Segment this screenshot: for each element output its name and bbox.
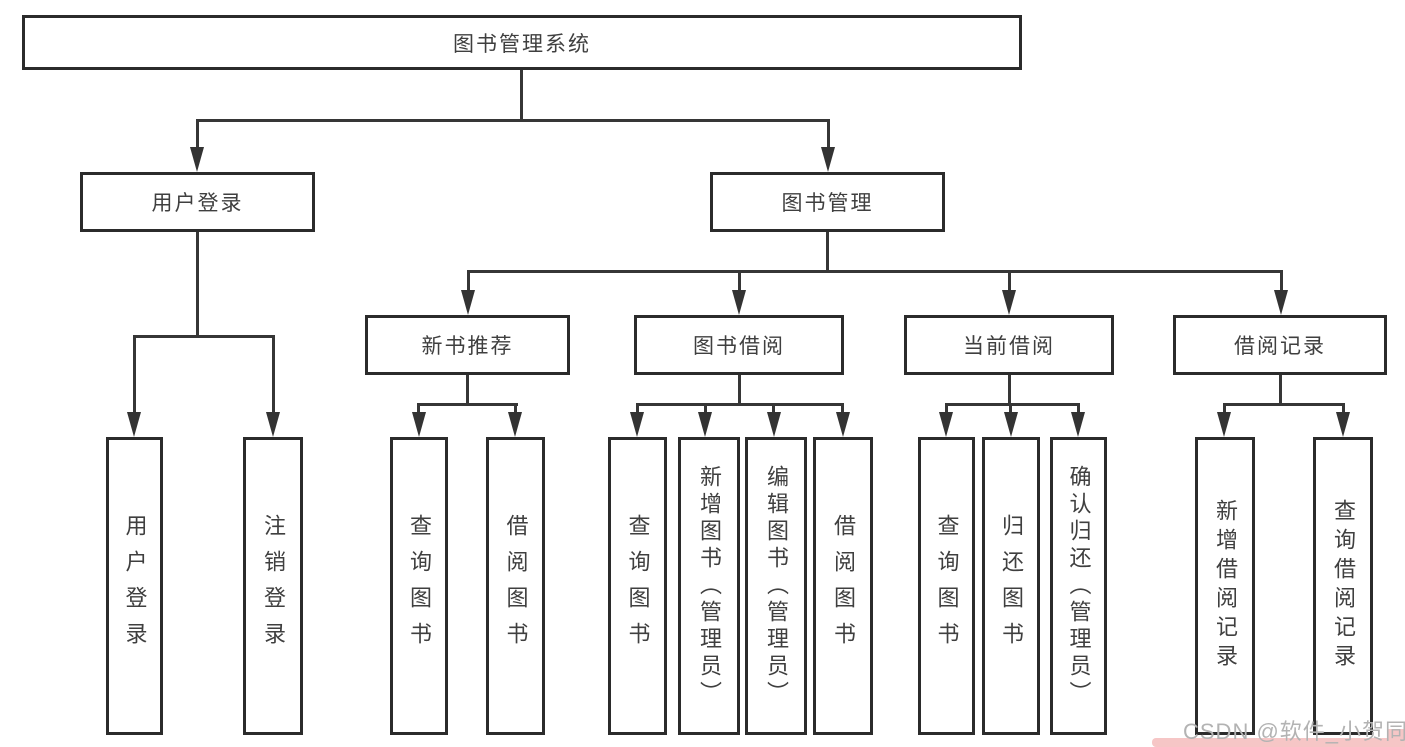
connector-line [945,403,948,415]
node-label: 确认归还（管理员） [1066,464,1092,708]
connector-line [841,403,844,415]
leaf-confirm-return-admin: 确认归还（管理员） [1050,437,1107,735]
arrow-down-icon [698,412,712,437]
leaf-edit-books-admin: 编辑图书（管理员） [745,437,807,735]
node-label: 用户登录 [151,192,244,215]
connector-line [417,403,420,415]
leaf-add-borrow-record: 新增借阅记录 [1195,437,1255,735]
node-label: 查询图书 [625,514,651,658]
arrow-down-icon [412,412,426,437]
connector-line [1280,270,1283,293]
leaf-query-books-current: 查询图书 [918,437,975,735]
node-label: 图书管理 [781,192,874,215]
connector-line [520,70,523,120]
node-borrow-records: 借阅记录 [1173,315,1387,375]
node-label: 查询借阅记录 [1331,499,1356,673]
node-root: 图书管理系统 [22,15,1022,70]
connector-line [738,375,741,406]
node-label: 归还图书 [999,514,1024,658]
arrow-down-icon [630,412,644,437]
connector-line [772,403,775,415]
arrow-down-icon [939,412,953,437]
connector-line [1009,403,1012,415]
connector-line [1077,403,1080,415]
connector-line [636,403,639,415]
leaf-add-books-admin: 新增图书（管理员） [678,437,740,735]
leaf-user-login: 用户登录 [106,437,163,735]
arrow-down-icon [461,290,475,315]
node-book-management: 图书管理 [710,172,945,232]
connector-line [1008,375,1011,406]
leaf-borrow-books: 借阅图书 [813,437,873,735]
node-label: 图书管理系统 [453,32,591,56]
node-label: 借阅图书 [831,514,856,658]
arrow-down-icon [1336,412,1350,437]
leaf-logout: 注销登录 [243,437,303,735]
connector-line [738,270,741,293]
connector-line [1342,403,1345,415]
arrow-down-icon [767,412,781,437]
node-label: 图书借阅 [693,335,785,358]
node-label: 新书推荐 [421,335,514,358]
connector-line [1279,375,1282,406]
node-label: 查询图书 [934,514,960,658]
node-label: 注销登录 [261,514,286,658]
node-new-book-recommend: 新书推荐 [365,315,570,375]
node-label: 新增借阅记录 [1213,499,1238,673]
arrow-down-icon [1071,412,1085,437]
connector-line [467,270,1283,273]
leaf-query-borrow-record: 查询借阅记录 [1313,437,1373,735]
watermark: CSDN @软件_小贺同学 [1183,719,1405,744]
arrow-down-icon [1217,412,1231,437]
connector-line [466,375,469,406]
connector-line [196,119,199,150]
node-user-login: 用户登录 [80,172,315,232]
arrow-down-icon [266,412,280,437]
connector-line [827,119,830,150]
connector-line [196,232,199,338]
leaf-query-books-recommend: 查询图书 [390,437,448,735]
connector-line [467,270,470,293]
connector-line [1223,403,1345,406]
connector-line [826,232,829,273]
arrow-down-icon [821,147,835,172]
connector-line [196,119,830,122]
connector-line [133,335,275,338]
watermark-highlight [1152,738,1405,747]
connector-line [1223,403,1226,415]
connector-line [636,403,844,406]
node-label: 借阅记录 [1234,335,1326,358]
connector-line [704,403,707,415]
arrow-down-icon [1002,290,1016,315]
node-label: 当前借阅 [963,335,1055,358]
arrow-down-icon [732,290,746,315]
connector-line [945,403,1080,406]
arrow-down-icon [190,147,204,172]
node-label: 借阅图书 [503,514,529,658]
leaf-borrow-books-recommend: 借阅图书 [486,437,545,735]
connector-line [1008,270,1011,293]
connector-line [417,403,518,406]
arrow-down-icon [508,412,522,437]
leaf-query-books-borrow: 查询图书 [608,437,667,735]
node-label: 新增图书（管理员） [697,464,722,708]
node-label: 用户登录 [122,514,148,658]
arrow-down-icon [1274,290,1288,315]
arrow-down-icon [127,412,141,437]
node-book-borrow: 图书借阅 [634,315,844,375]
connector-line [272,335,275,415]
node-current-borrow: 当前借阅 [904,315,1114,375]
leaf-return-books: 归还图书 [982,437,1040,735]
connector-line [514,403,517,415]
connector-line [133,335,136,415]
node-label: 查询图书 [407,514,432,658]
arrow-down-icon [1004,412,1018,437]
node-label: 编辑图书（管理员） [764,464,789,708]
arrow-down-icon [836,412,850,437]
